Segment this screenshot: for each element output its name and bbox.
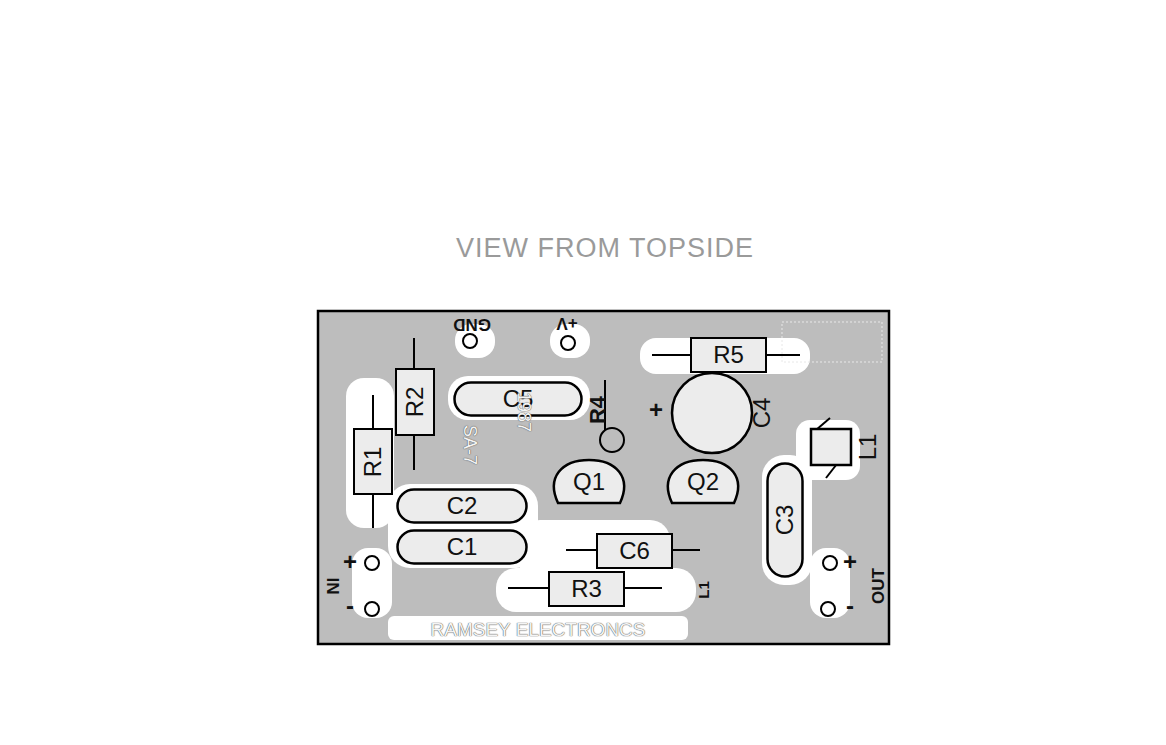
transistor-outline [554, 460, 624, 503]
silkscreen-label: OUT [870, 568, 887, 604]
silkscreen-label: + [649, 398, 663, 422]
view-title: VIEW FROM TOPSIDE [456, 233, 754, 264]
transistor-outline [668, 460, 738, 503]
silkscreen-label: + [843, 550, 857, 574]
component-oval: C1 [396, 529, 528, 565]
component-rect: R5 [690, 337, 767, 373]
part-designator: R2 [403, 387, 427, 418]
component-rect: R2 [395, 368, 435, 436]
silkscreen-label: R4 [587, 396, 609, 424]
board-outline [318, 311, 889, 644]
terminal-pads [365, 334, 837, 616]
capacitor-outline [398, 531, 527, 564]
dotted-area [782, 322, 882, 362]
capacitor-outline [768, 464, 803, 577]
component-rect: C6 [596, 533, 673, 569]
component-circle: C4 [670, 372, 778, 454]
part-designator: L1 [856, 434, 880, 461]
inductor-outline [811, 429, 851, 465]
silkscreen-label: - [846, 594, 854, 618]
copper-isolation [346, 324, 860, 640]
component-rect: R3 [548, 571, 625, 607]
silkscreen-label: GND [453, 316, 491, 333]
silkscreen-label: + [343, 550, 357, 574]
part-designator: R3 [571, 577, 602, 601]
silkscreen-label: L1 [696, 581, 711, 599]
part-designator: R1 [361, 446, 385, 477]
silkscreen-label: +V [556, 315, 577, 332]
component-oval: C3 [766, 462, 804, 578]
board-marking: RAMSEY ELECTRONCS [430, 620, 645, 639]
silkscreen-label: IN [324, 578, 341, 595]
part-designator: C4 [750, 398, 774, 429]
component-coil: L1 [810, 428, 878, 466]
capacitor-outline [398, 489, 527, 522]
component-oval: C2 [396, 488, 528, 524]
electrolytic-outline [672, 373, 752, 453]
board-marking: 1987 [515, 392, 533, 432]
component-to92: Q1 [552, 458, 626, 506]
part-designator: C3 [773, 505, 797, 536]
component-to92: Q2 [666, 458, 740, 506]
part-designator: C2 [447, 494, 478, 518]
board-marking: SA-7 [461, 425, 479, 465]
part-designator: Q1 [573, 470, 605, 494]
part-designator: R5 [713, 343, 744, 367]
component-leads [373, 338, 840, 588]
silkscreen-label: - [346, 594, 354, 618]
part-designator: Q2 [687, 470, 719, 494]
part-designator: C1 [447, 535, 478, 559]
component-rect: R1 [353, 428, 393, 495]
test-pad [600, 428, 624, 452]
part-designator: C6 [619, 539, 650, 563]
